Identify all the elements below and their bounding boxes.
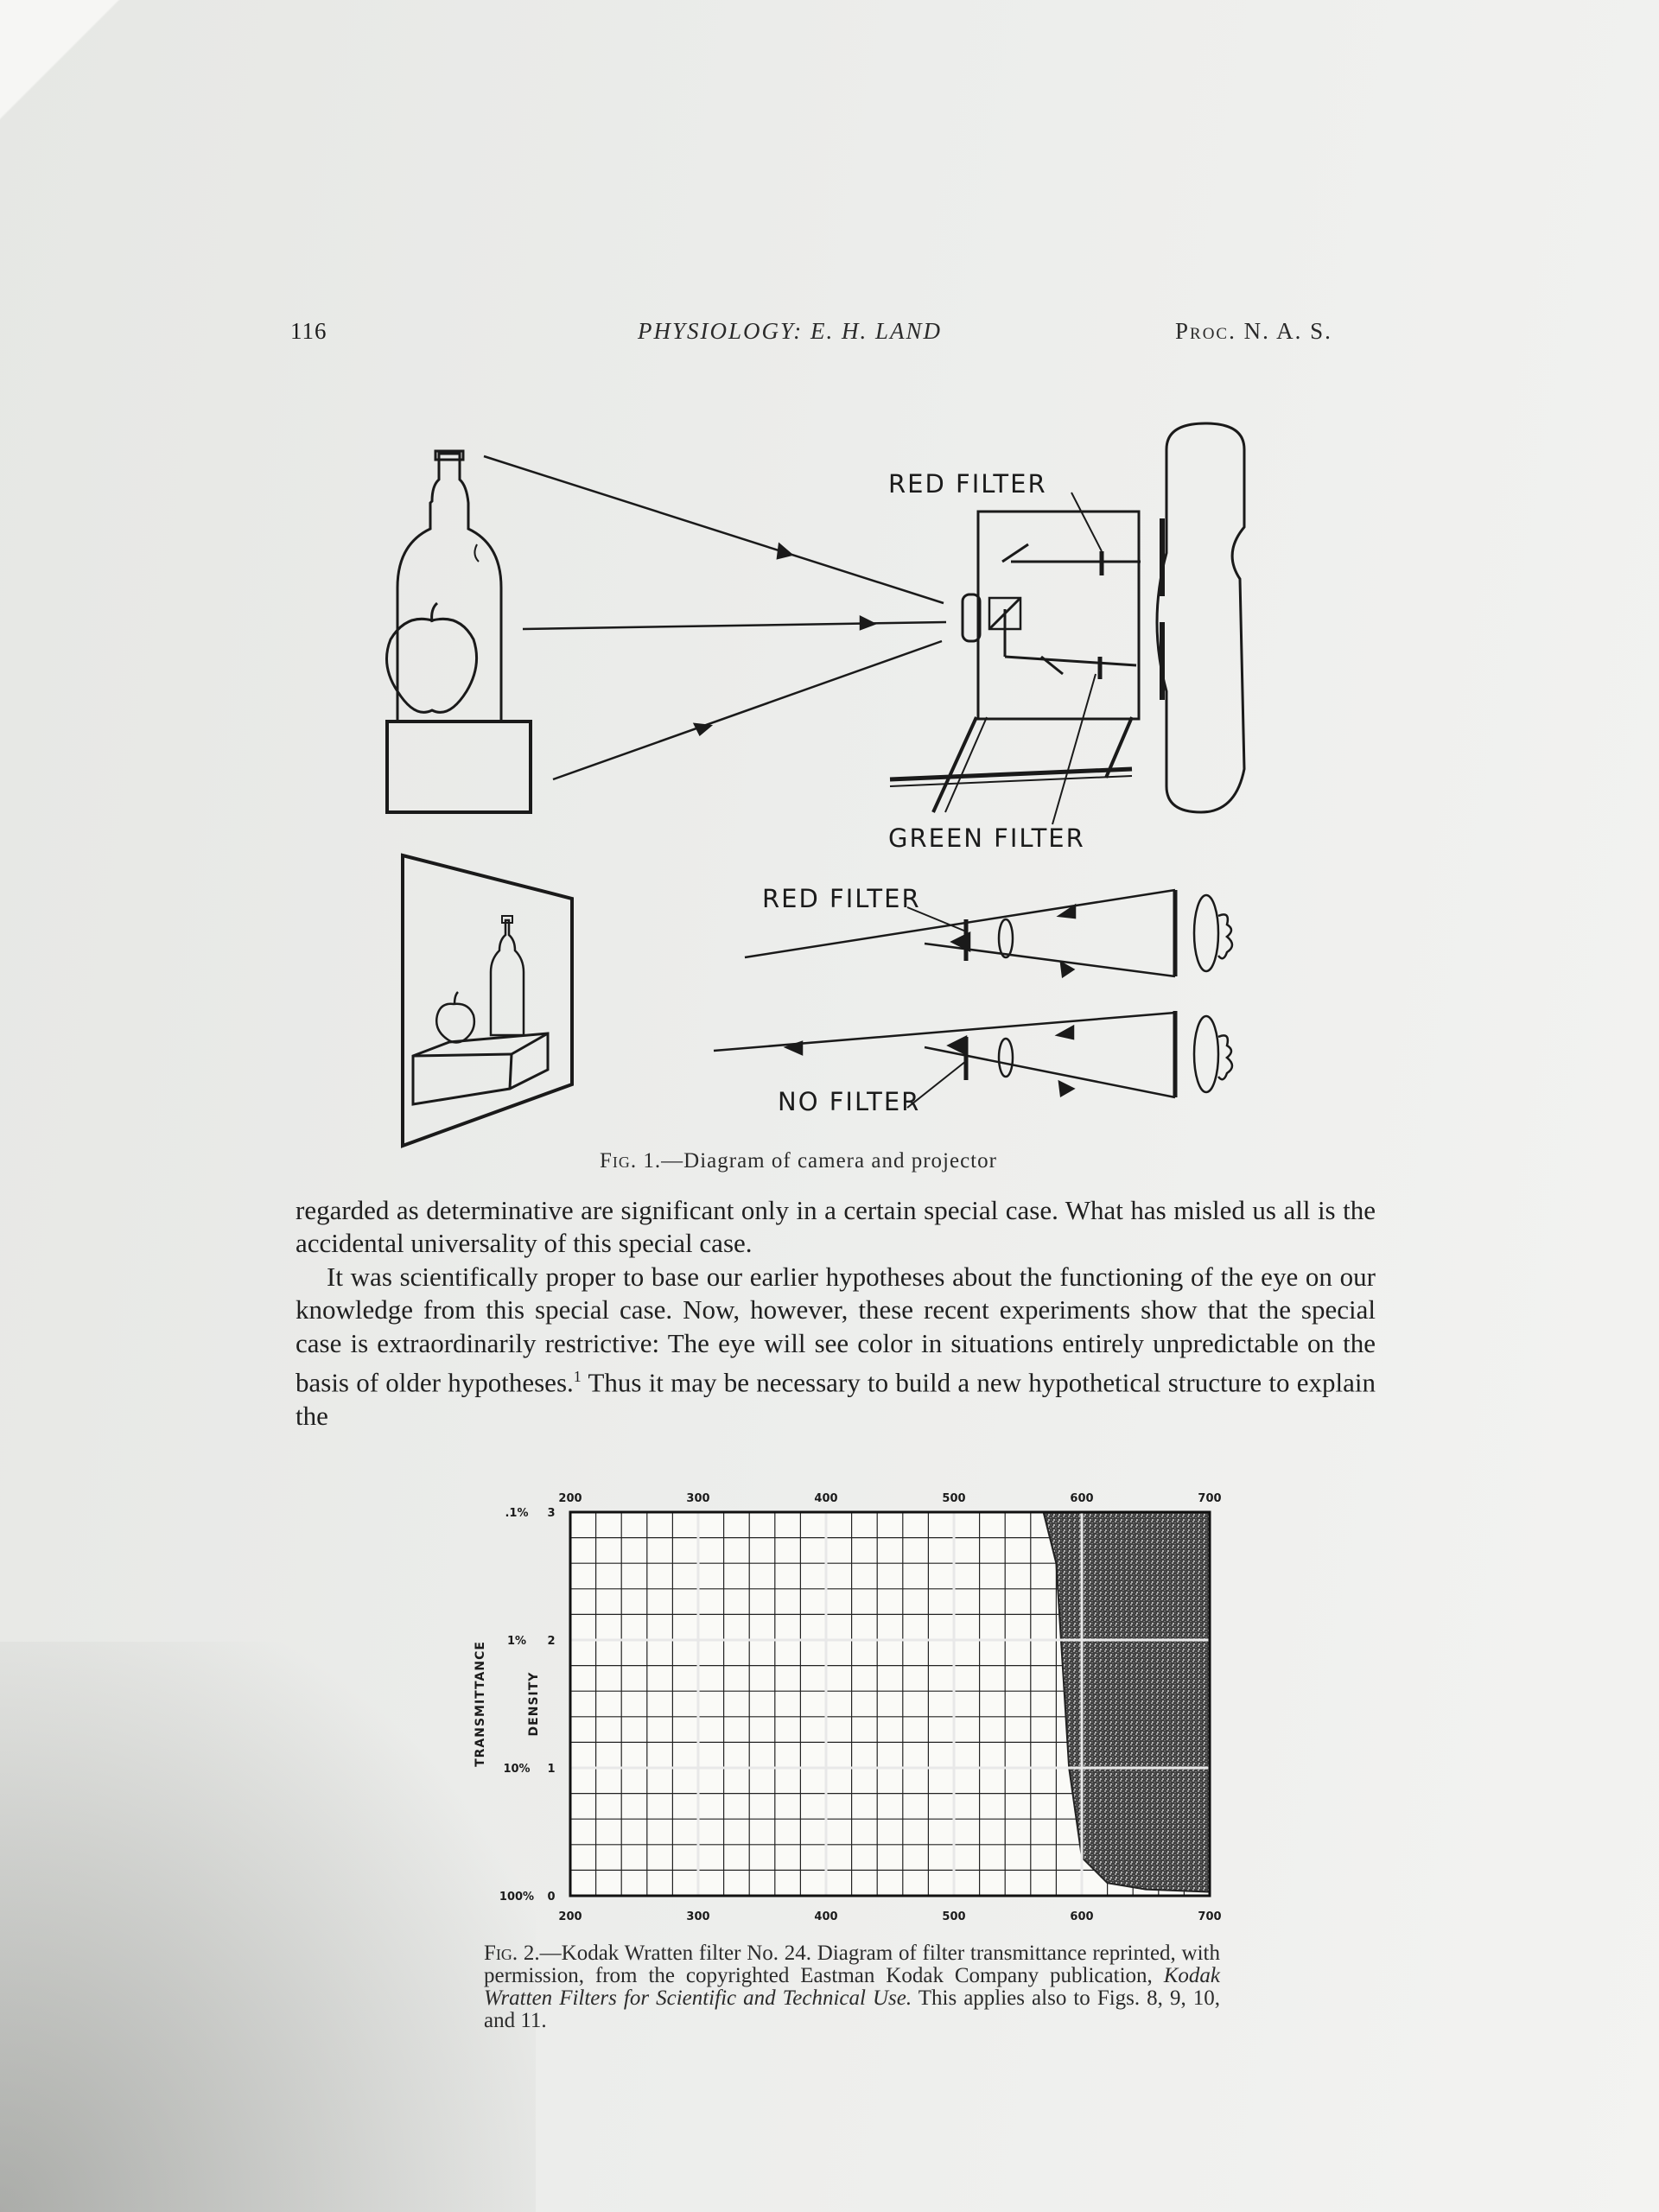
hand-shadow [0, 1642, 536, 2212]
x-tick-label-top: 400 [814, 1492, 837, 1505]
paragraph-2-text: It was scientifically proper to base our… [296, 1261, 1376, 1398]
light-rays-to-camera [483, 454, 947, 781]
x-tick-label-top: 300 [686, 1492, 709, 1505]
figure-2-caption-italic: Kodak Wratten Filters for Scientific and… [484, 1964, 1220, 2010]
transmittance-tick-label: 10% [503, 1763, 530, 1776]
density-tick-label: 1 [547, 1763, 555, 1776]
x-tick-label-bottom: 600 [1070, 1910, 1093, 1923]
x-tick-label-top: 700 [1198, 1492, 1221, 1505]
projector-no-filter-channel [713, 1011, 1234, 1109]
figure-2-caption-prefix: Fig. 2. [484, 1942, 540, 1965]
projected-image-screen [401, 853, 574, 1148]
density-axis-label: DENSITY [527, 1672, 541, 1737]
x-tick-label-bottom: 400 [814, 1910, 837, 1923]
label-red-filter-top: RED FILTER [888, 469, 1047, 499]
camera [889, 422, 1246, 825]
footnote-ref: 1 [573, 1368, 582, 1386]
x-tick-label-top: 200 [558, 1492, 582, 1505]
paragraph-2-end: Thus it may be necessary to build a new … [296, 1367, 1376, 1431]
label-red-filter-bottom: RED FILTER [762, 884, 921, 913]
transmittance-tick-label: 1% [507, 1635, 526, 1648]
paragraph-2: It was scientifically proper to base our… [296, 1261, 1376, 1433]
x-axis-bottom-ticks: 200 300 400 500 600 700 [558, 1910, 1221, 1923]
running-title: PHYSIOLOGY: E. H. LAND [638, 318, 943, 344]
x-tick-label-bottom: 200 [558, 1910, 582, 1923]
y-axis-ticks: 3 2 1 0 .1% 1% 10% 100% [499, 1507, 556, 1904]
label-no-filter: NO FILTER [778, 1087, 920, 1116]
figure-1-caption: Fig. 1.—Diagram of camera and projector [600, 1149, 997, 1173]
figure-1-caption-prefix: Fig. 1. [600, 1149, 662, 1173]
journal-name: Proc. N. A. S. [1175, 318, 1332, 344]
density-tick-label: 2 [547, 1635, 555, 1648]
label-green-filter: GREEN FILTER [888, 823, 1085, 853]
x-tick-label-bottom: 700 [1198, 1910, 1221, 1923]
bottle-apple-scene [385, 449, 532, 814]
paragraph-1: regarded as determinative are significan… [296, 1195, 1376, 1259]
figure-1-caption-text: —Diagram of camera and projector [661, 1149, 997, 1173]
figure-2-caption-part2: This applies also to Figs. 8, 9, 10, and… [484, 1986, 1221, 2032]
density-tick-label: 0 [547, 1891, 555, 1904]
figure-2-caption-part1: —Kodak Wratten filter No. 24. Diagram of… [484, 1942, 1220, 1987]
paper-corner [0, 0, 138, 156]
figure-2-caption: Fig. 2.—Kodak Wratten filter No. 24. Dia… [484, 1942, 1220, 2032]
body-text: regarded as determinative are significan… [296, 1194, 1376, 1433]
x-tick-label-top: 500 [942, 1492, 965, 1505]
projector-red-channel [744, 888, 1234, 979]
plot-border [569, 1510, 1211, 1897]
x-tick-label-bottom: 300 [686, 1910, 709, 1923]
x-tick-label-top: 600 [1070, 1492, 1093, 1505]
transmittance-tick-label: 100% [499, 1891, 534, 1904]
figure-1-camera-projector-diagram: RED FILTER GREEN FILTER RED FI [385, 422, 1246, 1148]
transmittance-axis-label: TRANSMITTANCE [474, 1641, 487, 1767]
plot-area [569, 1510, 1211, 1897]
density-tick-label: 3 [547, 1507, 555, 1520]
transmittance-tick-label: .1% [505, 1507, 528, 1520]
x-axis-top-ticks: 200 300 400 500 600 700 [558, 1492, 1221, 1505]
page-number: 116 [290, 318, 327, 344]
x-tick-label-bottom: 500 [942, 1910, 965, 1923]
